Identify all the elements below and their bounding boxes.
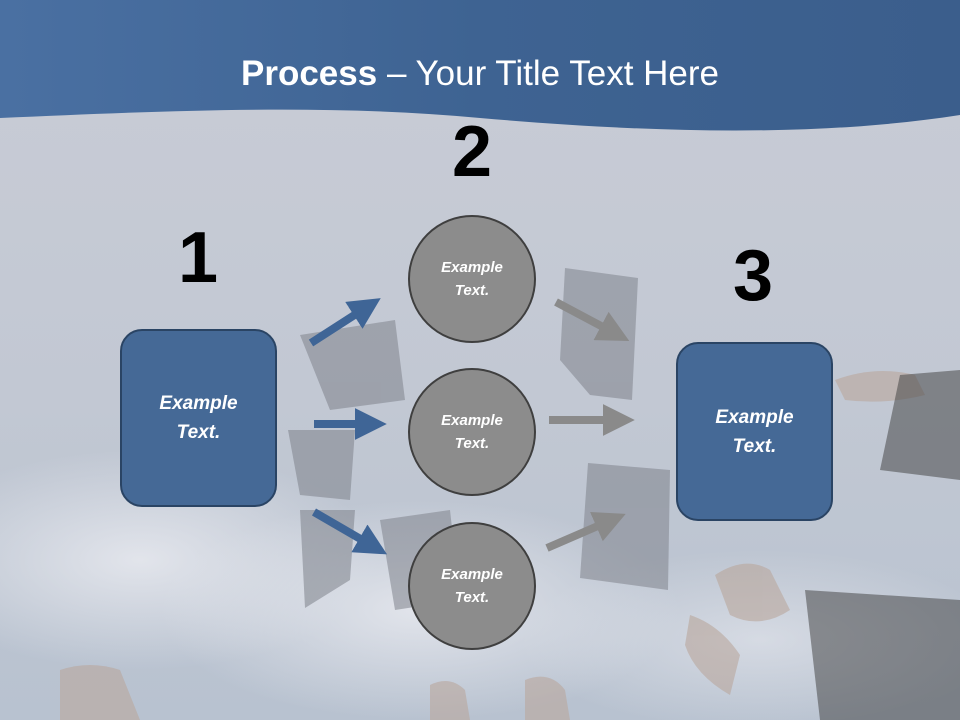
- step-2-circle-bottom: Example Text.: [408, 522, 536, 650]
- circle-top-line2: Text.: [454, 282, 490, 299]
- circle-bottom-label: Example Text.: [427, 563, 517, 609]
- circle-middle-label: Example Text.: [427, 409, 517, 455]
- circle-bottom-line1: Example: [441, 566, 503, 583]
- step-1-label-line2: Text.: [176, 422, 221, 443]
- circle-bottom-line2: Text.: [454, 589, 490, 606]
- title-rest: – Your Title Text Here: [377, 54, 719, 93]
- step-3-label: Example Text.: [700, 403, 810, 461]
- circle-top-label: Example Text.: [427, 256, 517, 302]
- step-1-label-line1: Example: [159, 393, 238, 414]
- step-3-label-line2: Text.: [732, 435, 777, 457]
- title-bold: Process: [241, 54, 378, 93]
- sleeves-decoration: [805, 370, 960, 720]
- step-number-1: 1: [177, 218, 219, 298]
- header-band: [0, 0, 960, 131]
- circle-top-line1: Example: [441, 259, 503, 276]
- step-3-box: Example Text.: [676, 342, 833, 521]
- circle-middle-line1: Example: [441, 412, 503, 429]
- hands-decoration: [60, 371, 925, 720]
- step-3-label-line1: Example: [715, 406, 794, 428]
- step-1-label: Example Text.: [144, 389, 254, 447]
- step-number-2: 2: [451, 112, 493, 192]
- circle-middle-line2: Text.: [454, 435, 490, 452]
- step-2-circle-top: Example Text.: [408, 215, 536, 343]
- step-1-box: Example Text.: [120, 329, 277, 507]
- step-number-3: 3: [732, 236, 774, 316]
- step-2-circle-middle: Example Text.: [408, 368, 536, 496]
- slide-title: Process – Your Title Text Here: [0, 52, 960, 96]
